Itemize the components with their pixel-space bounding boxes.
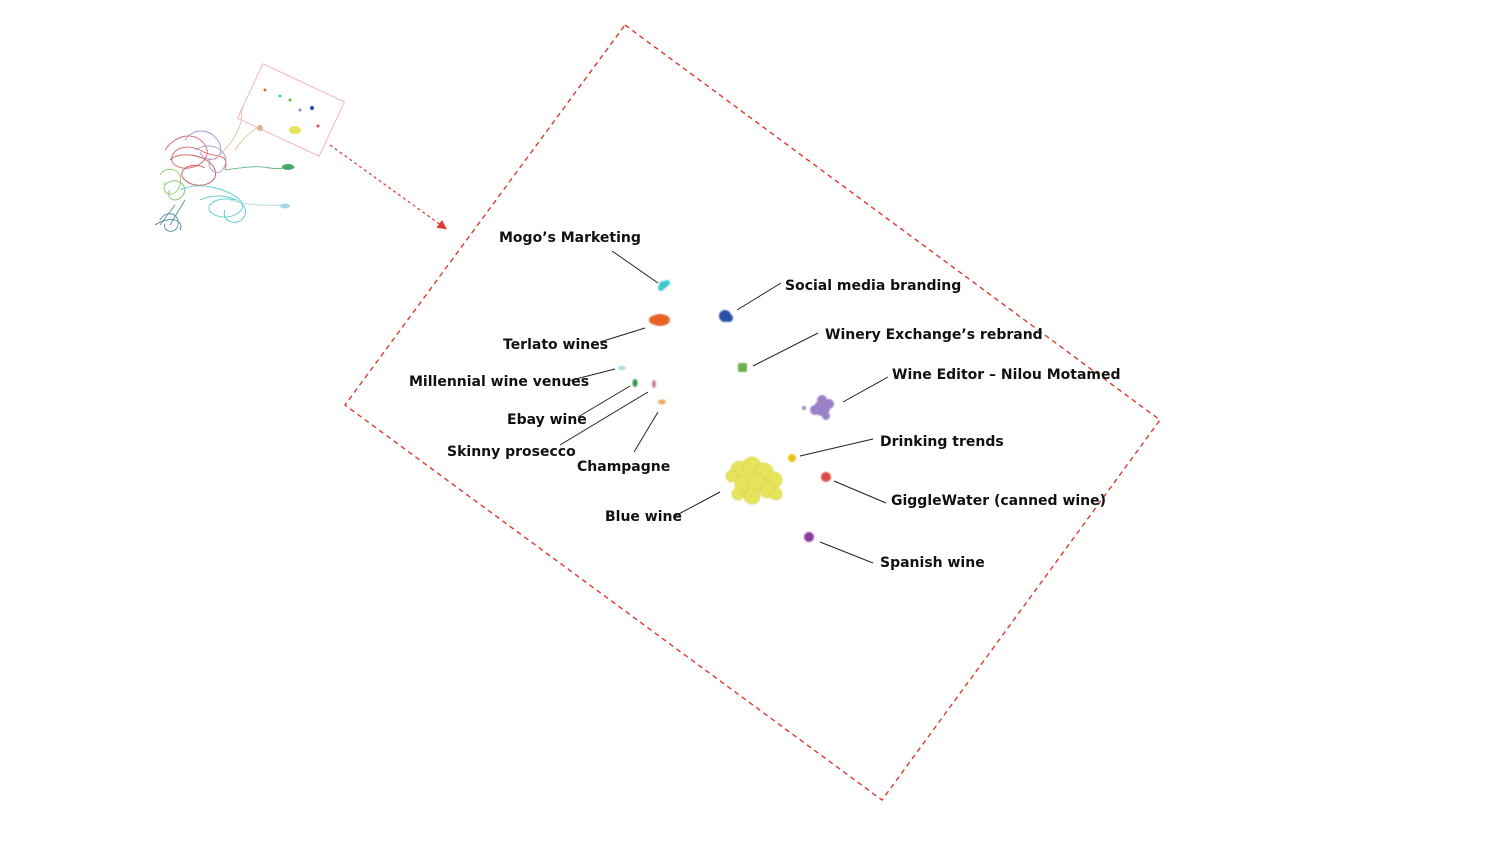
label-skinny: Skinny prosecco [447, 444, 576, 460]
blob-spanish [804, 532, 814, 542]
label-blue: Blue wine [605, 509, 682, 525]
leader-skinny [559, 391, 649, 446]
leader-drinking [799, 438, 874, 457]
leader-terlato [599, 327, 646, 343]
leader-giggle [833, 480, 887, 504]
leader-social [736, 282, 782, 311]
network-overview-icon [154, 63, 346, 232]
leader-champagne [633, 411, 659, 453]
label-millennial: Millennial wine venues [409, 374, 589, 390]
cluster-blobs [618, 280, 834, 542]
leader-lines [559, 250, 889, 564]
label-mogo: Mogo’s Marketing [499, 230, 641, 246]
blob-skinny [652, 380, 656, 388]
leader-ebay [577, 385, 631, 418]
blob-terlato [649, 314, 670, 326]
label-editor: Wine Editor – Nilou Motamed [892, 367, 1121, 383]
leader-mogo [611, 250, 659, 284]
blob-editor [802, 395, 834, 420]
leader-spanish [819, 541, 874, 564]
label-terlato: Terlato wines [503, 337, 608, 353]
leader-editor [842, 376, 889, 403]
blob-social [719, 310, 733, 322]
label-winery: Winery Exchange’s rebrand [825, 327, 1043, 343]
blob-blue [725, 456, 783, 505]
label-ebay: Ebay wine [507, 412, 587, 428]
blob-giggle [821, 472, 831, 482]
label-social: Social media branding [785, 278, 961, 294]
blob-champagne [658, 399, 666, 405]
arrow-right-icon [329, 144, 447, 230]
leader-blue [674, 491, 721, 517]
blob-winery [738, 363, 747, 372]
blob-ebay [632, 379, 638, 387]
leader-winery [752, 332, 819, 367]
blob-mogo [658, 280, 670, 291]
cluster-labels: Mogo’s Marketing Social media branding T… [409, 230, 1121, 571]
blob-drinking [788, 454, 796, 462]
label-champagne: Champagne [577, 459, 670, 475]
overview-highlight-box [236, 63, 346, 157]
label-drinking: Drinking trends [880, 434, 1004, 450]
label-spanish: Spanish wine [880, 555, 985, 571]
blob-millennial [618, 366, 626, 370]
leader-millennial [567, 368, 616, 382]
zoom-frame [344, 24, 1161, 801]
label-giggle: GiggleWater (canned wine) [891, 493, 1106, 509]
